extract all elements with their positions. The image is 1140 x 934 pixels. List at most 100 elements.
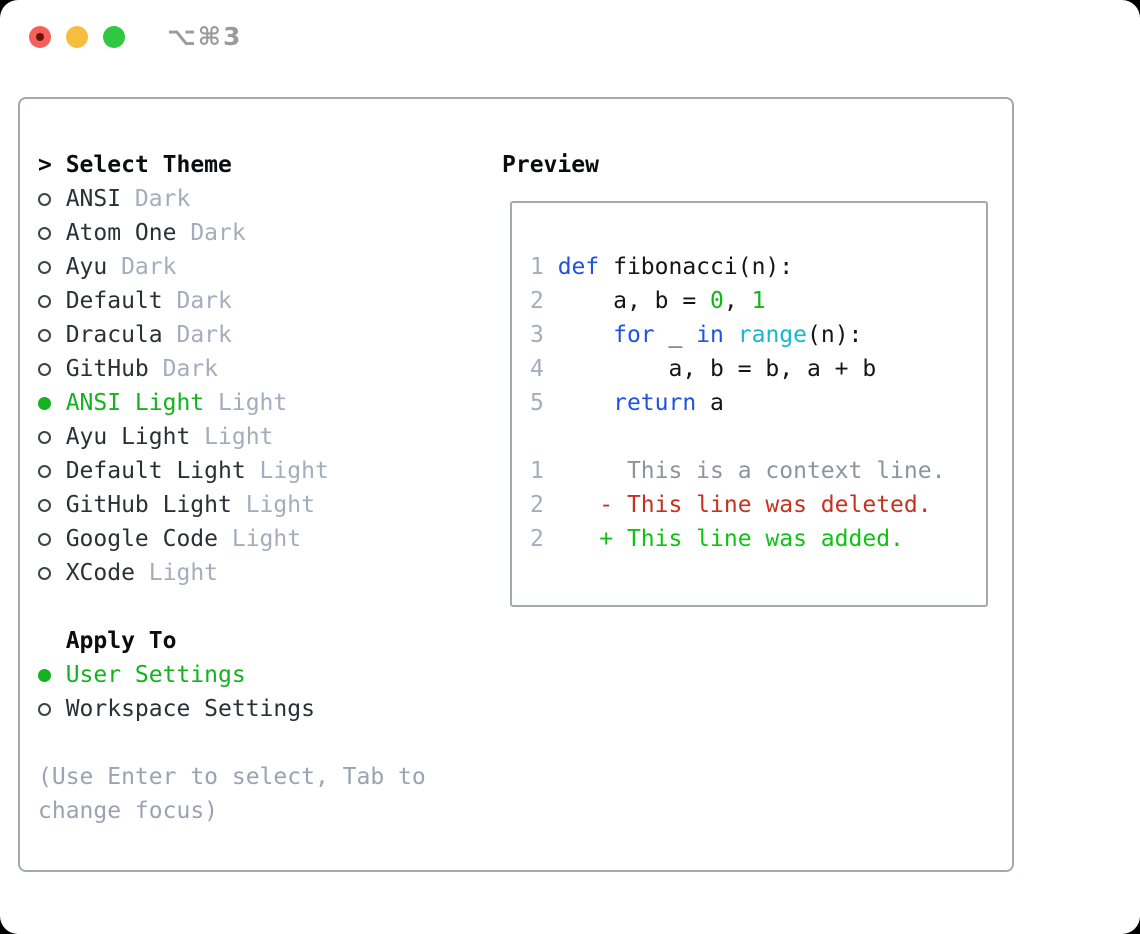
code-line: 5 return a [530,386,986,420]
hint-text: (Use Enter to select, Tab to change focu… [38,764,426,824]
code-line: 1 def fibonacci(n): [530,250,986,284]
radio-selected-icon [38,397,66,410]
variant-label: Dark [162,288,232,314]
close-button[interactable] [29,26,51,48]
apply-to-header: Apply To [38,624,488,658]
theme-option[interactable]: GitHub Light Light [38,488,488,522]
theme-option[interactable]: Ayu Light Light [38,420,488,454]
code-segment-kw: for [613,322,655,348]
line-number: 2 [530,288,558,314]
radio-icon [38,465,66,478]
variant-label: Light [134,560,219,586]
option-label: ANSI [65,186,122,212]
option-label: GitHub [65,356,149,382]
code-segment-plain: a [696,390,724,416]
theme-option[interactable]: Default Dark [38,284,488,318]
line-number: 5 [530,390,558,416]
minimize-button[interactable] [66,26,88,48]
code-segment-plain [558,322,613,348]
blank-row [38,590,488,624]
option-label: Ayu Light [65,424,191,450]
theme-option[interactable]: Atom One Dark [38,216,488,250]
code-segment-builtin: range [737,322,807,348]
code-segment-lit: 1 [751,288,766,314]
radio-icon [38,363,66,376]
code-line: 2 a, b = 0, 1 [530,284,986,318]
option-label: Atom One [65,220,177,246]
code-line: 3 for _ in range(n): [530,318,986,352]
select-theme-header: > Select Theme [38,148,488,182]
variant-label: Light [204,390,288,416]
option-label: User Settings [65,662,246,688]
code-segment-kw: def [557,254,600,280]
line-number: 3 [530,322,558,348]
code-segment-plain: fibonacci(n): [599,254,794,280]
line-number: 1 [530,254,558,280]
radio-icon [38,703,66,716]
theme-option[interactable]: Default Light Light [38,454,488,488]
option-label: XCode [65,560,135,586]
variant-label: Light [245,458,329,484]
option-label: Default [65,288,163,314]
titlebar: ⌥⌘3 [0,0,1140,74]
radio-icon [38,533,66,546]
preview-header: Preview [502,152,599,178]
code-segment-lit: 0 [710,288,724,314]
blank-row [38,726,488,760]
variant-label: Dark [107,254,177,280]
code-segment-add: + This line was added. [557,526,904,552]
variant-label: Light [190,424,274,450]
zoom-button[interactable] [103,26,125,48]
option-label: Default Light [65,458,246,484]
radio-icon [38,295,66,308]
option-label: Workspace Settings [65,696,315,722]
line-number: 1 [530,458,558,484]
apply-to-option[interactable]: User Settings [38,658,488,692]
code-line: 1 This is a context line. [530,454,986,488]
radio-icon [38,431,66,444]
code-segment-plain: a, b = [557,288,711,314]
variant-label: Light [231,492,315,518]
code-segment-del: - This line was deleted. [557,492,932,518]
code-segment-plain [724,322,738,348]
radio-selected-icon [38,669,66,682]
code-segment-plain: _ [654,322,697,348]
code-line: 4 a, b = b, a + b [530,352,986,386]
line-number: 2 [530,526,558,552]
code-segment-kw: in [696,322,724,348]
window-title: ⌥⌘3 [167,22,243,51]
radio-icon [38,567,66,580]
theme-option[interactable]: Google Code Light [38,522,488,556]
cursor-prefix: > [38,152,66,178]
line-number: 4 [530,356,558,382]
radio-icon [38,261,66,274]
option-label: GitHub Light [65,492,232,518]
variant-label: Dark [148,356,219,382]
theme-option[interactable]: Ayu Dark [38,250,488,284]
theme-option[interactable]: ANSI Light Light [38,386,488,420]
code-segment-ctx: This is a context line. [557,458,946,484]
code-line: 2 - This line was deleted. [530,488,986,522]
radio-icon [38,499,66,512]
theme-option[interactable]: ANSI Dark [38,182,488,216]
theme-option[interactable]: Dracula Dark [38,318,488,352]
close-dot-icon [36,33,44,41]
line-number: 2 [530,492,558,518]
code-blank-line [530,420,986,454]
select-theme-title: Select Theme [65,152,232,178]
radio-icon [38,227,66,240]
code-segment-plain [558,390,613,416]
code-line: 2 + This line was added. [530,522,986,556]
variant-label: Dark [121,186,191,212]
option-label: Ayu [65,254,108,280]
theme-option[interactable]: GitHub Dark [38,352,488,386]
option-label: Google Code [65,526,219,552]
apply-to-option[interactable]: Workspace Settings [38,692,488,726]
theme-option[interactable]: XCode Light [38,556,488,590]
